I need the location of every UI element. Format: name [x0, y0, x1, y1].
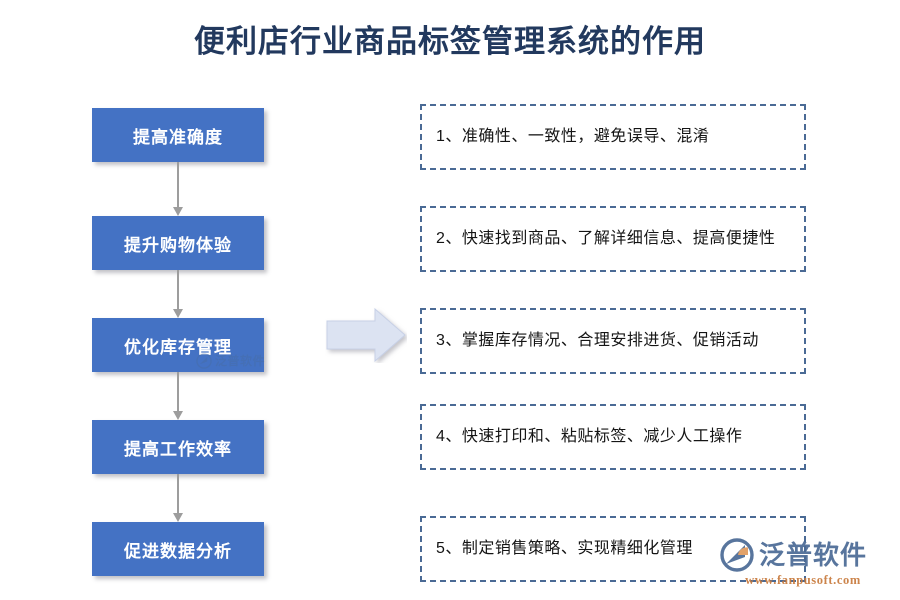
flow-connector-1: [173, 162, 183, 216]
detail-text: 5、制定销售策略、实现精细化管理: [436, 540, 693, 557]
flow-node-3[interactable]: 优化库存管理: [92, 318, 264, 372]
flow-connector-3: [173, 372, 183, 420]
flow-node-label: 促进数据分析: [124, 541, 232, 561]
detail-box-1[interactable]: 1、准确性、一致性，避免误导、混淆: [420, 104, 806, 170]
right-arrow-icon: [325, 307, 407, 363]
detail-text: 4、快速打印和、粘贴标签、减少人工操作: [436, 428, 743, 445]
page-title: 便利店行业商品标签管理系统的作用: [194, 24, 706, 59]
detail-text: 3、掌握库存情况、合理安排进货、促销活动: [436, 332, 759, 349]
detail-box-2[interactable]: 2、快速找到商品、了解详细信息、提高便捷性: [420, 206, 806, 272]
flow-node-1[interactable]: 提高准确度: [92, 108, 264, 162]
flow-node-label: 提升购物体验: [124, 235, 232, 255]
detail-text: 2、快速找到商品、了解详细信息、提高便捷性: [436, 230, 776, 247]
detail-text: 1、准确性、一致性，避免误导、混淆: [436, 128, 710, 145]
detail-box-4[interactable]: 4、快速打印和、粘贴标签、减少人工操作: [420, 404, 806, 470]
flow-connector-2: [173, 270, 183, 318]
detail-box-5[interactable]: 5、制定销售策略、实现精细化管理: [420, 516, 806, 582]
flow-node-label: 提高工作效率: [124, 439, 232, 459]
flow-node-2[interactable]: 提升购物体验: [92, 216, 264, 270]
flow-node-5[interactable]: 促进数据分析: [92, 522, 264, 576]
flow-node-label: 优化库存管理: [124, 337, 232, 357]
flow-connector-4: [173, 474, 183, 522]
detail-box-3[interactable]: 3、掌握库存情况、合理安排进货、促销活动: [420, 308, 806, 374]
flow-node-label: 提高准确度: [133, 127, 223, 147]
flow-node-4[interactable]: 提高工作效率: [92, 420, 264, 474]
